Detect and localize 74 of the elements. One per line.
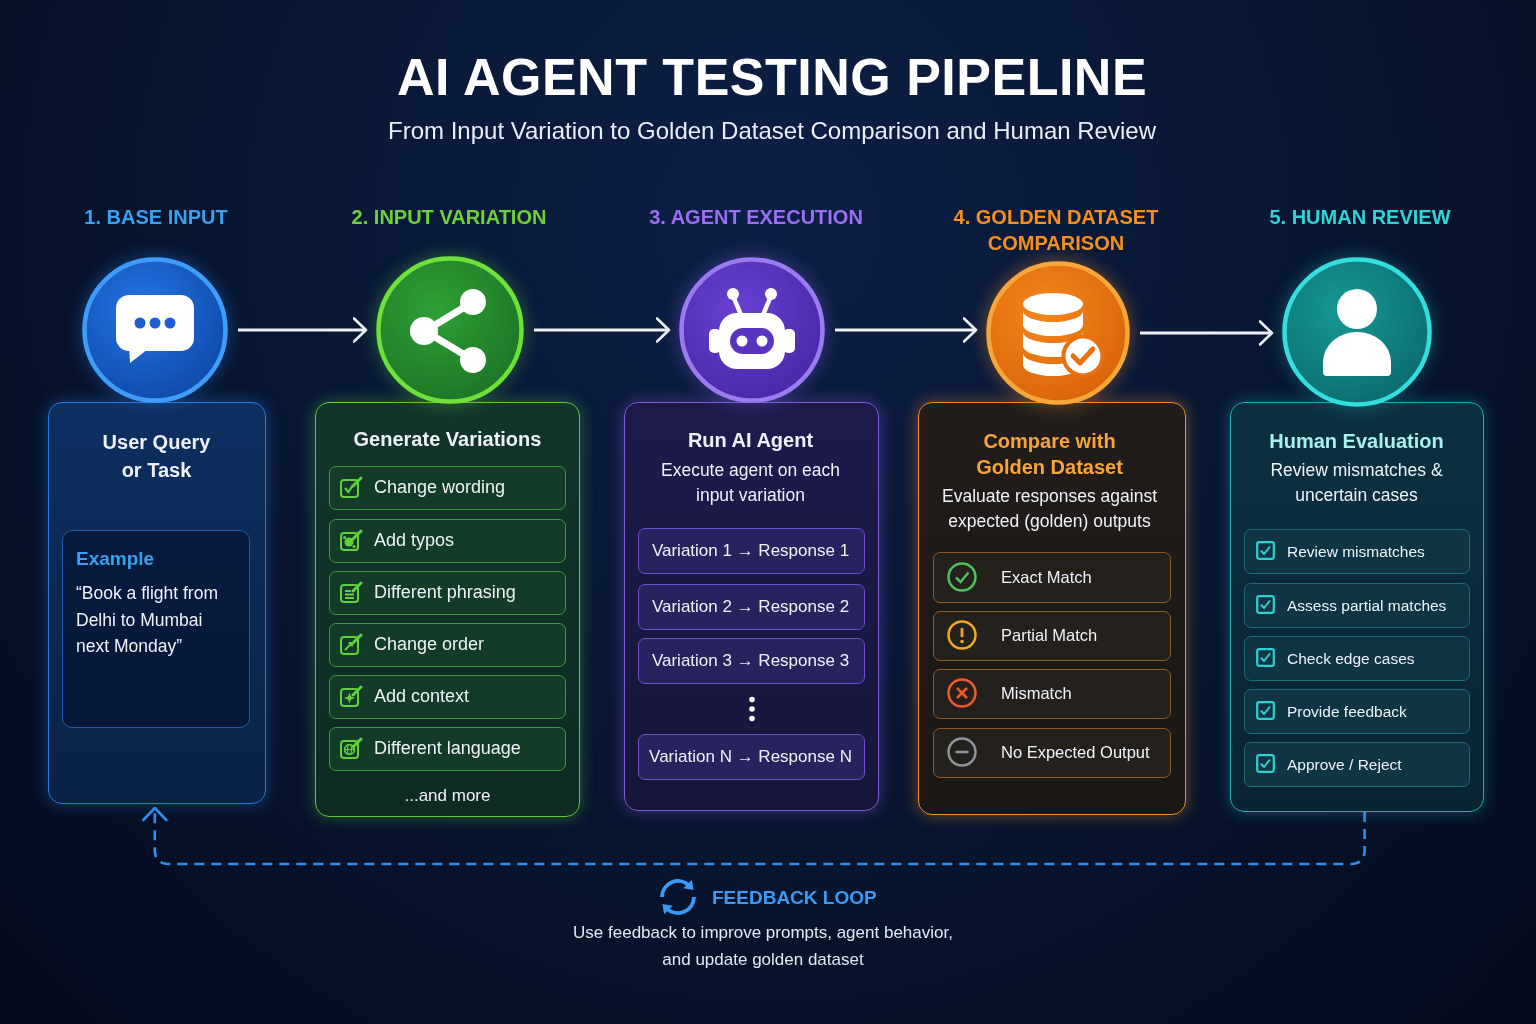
variation-response-row <box>637 583 865 630</box>
item-text: Add typos <box>374 528 455 552</box>
variation-response-row <box>637 733 865 780</box>
row-text: Variation 1 → Response 1 <box>651 539 850 561</box>
item-text: Different language <box>374 736 521 760</box>
row-text: No Expected Output <box>1001 741 1150 763</box>
more-note: ...and more <box>404 784 491 807</box>
row-text: Provide feedback <box>1287 701 1407 720</box>
stage-heading: 3. AGENT EXECUTION <box>649 205 863 230</box>
variation-item <box>328 726 566 771</box>
match-result-row <box>932 610 1171 661</box>
stage-circle <box>376 256 524 404</box>
card-title: User Query or Task <box>101 429 212 483</box>
stage-heading: 4. GOLDEN DATASET COMPARISON <box>952 205 1160 256</box>
stage-card <box>918 402 1186 815</box>
variation-item <box>328 622 566 667</box>
match-result-row <box>932 727 1171 778</box>
review-task-row <box>1243 741 1470 787</box>
variation-item <box>328 518 566 563</box>
stage-heading: 1. BASE INPUT <box>84 205 228 230</box>
arrow <box>534 317 671 343</box>
variation-response-row <box>637 527 865 574</box>
example-quote: “Book a flight from Delhi to Mumbai next Monday” <box>76 582 219 658</box>
row-text: Check edge cases <box>1287 648 1415 667</box>
row-text: Review mismatches <box>1287 541 1425 560</box>
item-text: Change wording <box>374 475 506 499</box>
row-text: Variation 3 → Response 3 <box>651 649 850 671</box>
review-task-row <box>1243 582 1470 628</box>
match-result-row <box>932 668 1171 719</box>
card-title: Compare with Golden Dataset <box>975 428 1124 480</box>
card-description: Evaluate responses against expected (golden) outputs <box>941 485 1158 533</box>
row-text: Exact Match <box>1001 566 1092 587</box>
stage-circle <box>679 257 825 403</box>
row-text: Mismatch <box>1001 682 1072 704</box>
item-text: Add context <box>374 684 470 708</box>
arrow <box>1140 320 1274 346</box>
subtitle: From Input Variation to Golden Dataset Comparison and Human Review <box>388 116 1156 146</box>
example-heading: Example <box>76 547 155 571</box>
stage-circle <box>1282 257 1432 407</box>
match-result-row <box>932 551 1171 603</box>
dashed-arrow <box>142 806 1366 866</box>
row-text: Assess partial matches <box>1287 595 1447 614</box>
card-title: Human Evaluation <box>1269 428 1444 453</box>
card-title: Run AI Agent <box>687 427 814 452</box>
review-task-row <box>1243 528 1470 574</box>
stage-card <box>1230 402 1484 812</box>
card-description: Execute agent on each input variation <box>660 459 841 507</box>
arrow <box>835 317 978 343</box>
review-task-row <box>1243 635 1470 681</box>
variation-response-row <box>637 637 865 684</box>
stage-card <box>48 402 266 804</box>
example-panel <box>61 529 250 728</box>
stage-circle <box>82 257 228 403</box>
item-text: Change order <box>374 632 485 656</box>
item-text: Different phrasing <box>374 580 516 604</box>
feedback-heading: FEEDBACK LOOP <box>712 886 877 910</box>
feedback-description: Use feedback to improve prompts, agent behavior, and update golden dataset <box>572 921 954 971</box>
stage-card <box>624 402 879 811</box>
variation-item <box>328 570 566 615</box>
variation-item <box>328 674 566 719</box>
row-text: Approve / Reject <box>1287 754 1402 773</box>
row-text: Variation N → Response N <box>649 745 852 767</box>
stage-heading: 5. HUMAN REVIEW <box>1269 205 1451 230</box>
title: AI AGENT TESTING PIPELINE <box>396 48 1148 106</box>
review-task-row <box>1243 688 1470 734</box>
stage-heading: 2. INPUT VARIATION <box>351 205 547 230</box>
stage-card <box>315 402 580 817</box>
arrow <box>238 317 368 343</box>
stage-circle <box>986 261 1130 405</box>
row-text: Partial Match <box>1001 624 1098 646</box>
variation-item <box>328 465 566 510</box>
card-title: Generate Variations <box>353 426 542 451</box>
row-text: Variation 2 → Response 2 <box>651 595 850 617</box>
card-description: Review mismatches & uncertain cases <box>1269 459 1444 507</box>
